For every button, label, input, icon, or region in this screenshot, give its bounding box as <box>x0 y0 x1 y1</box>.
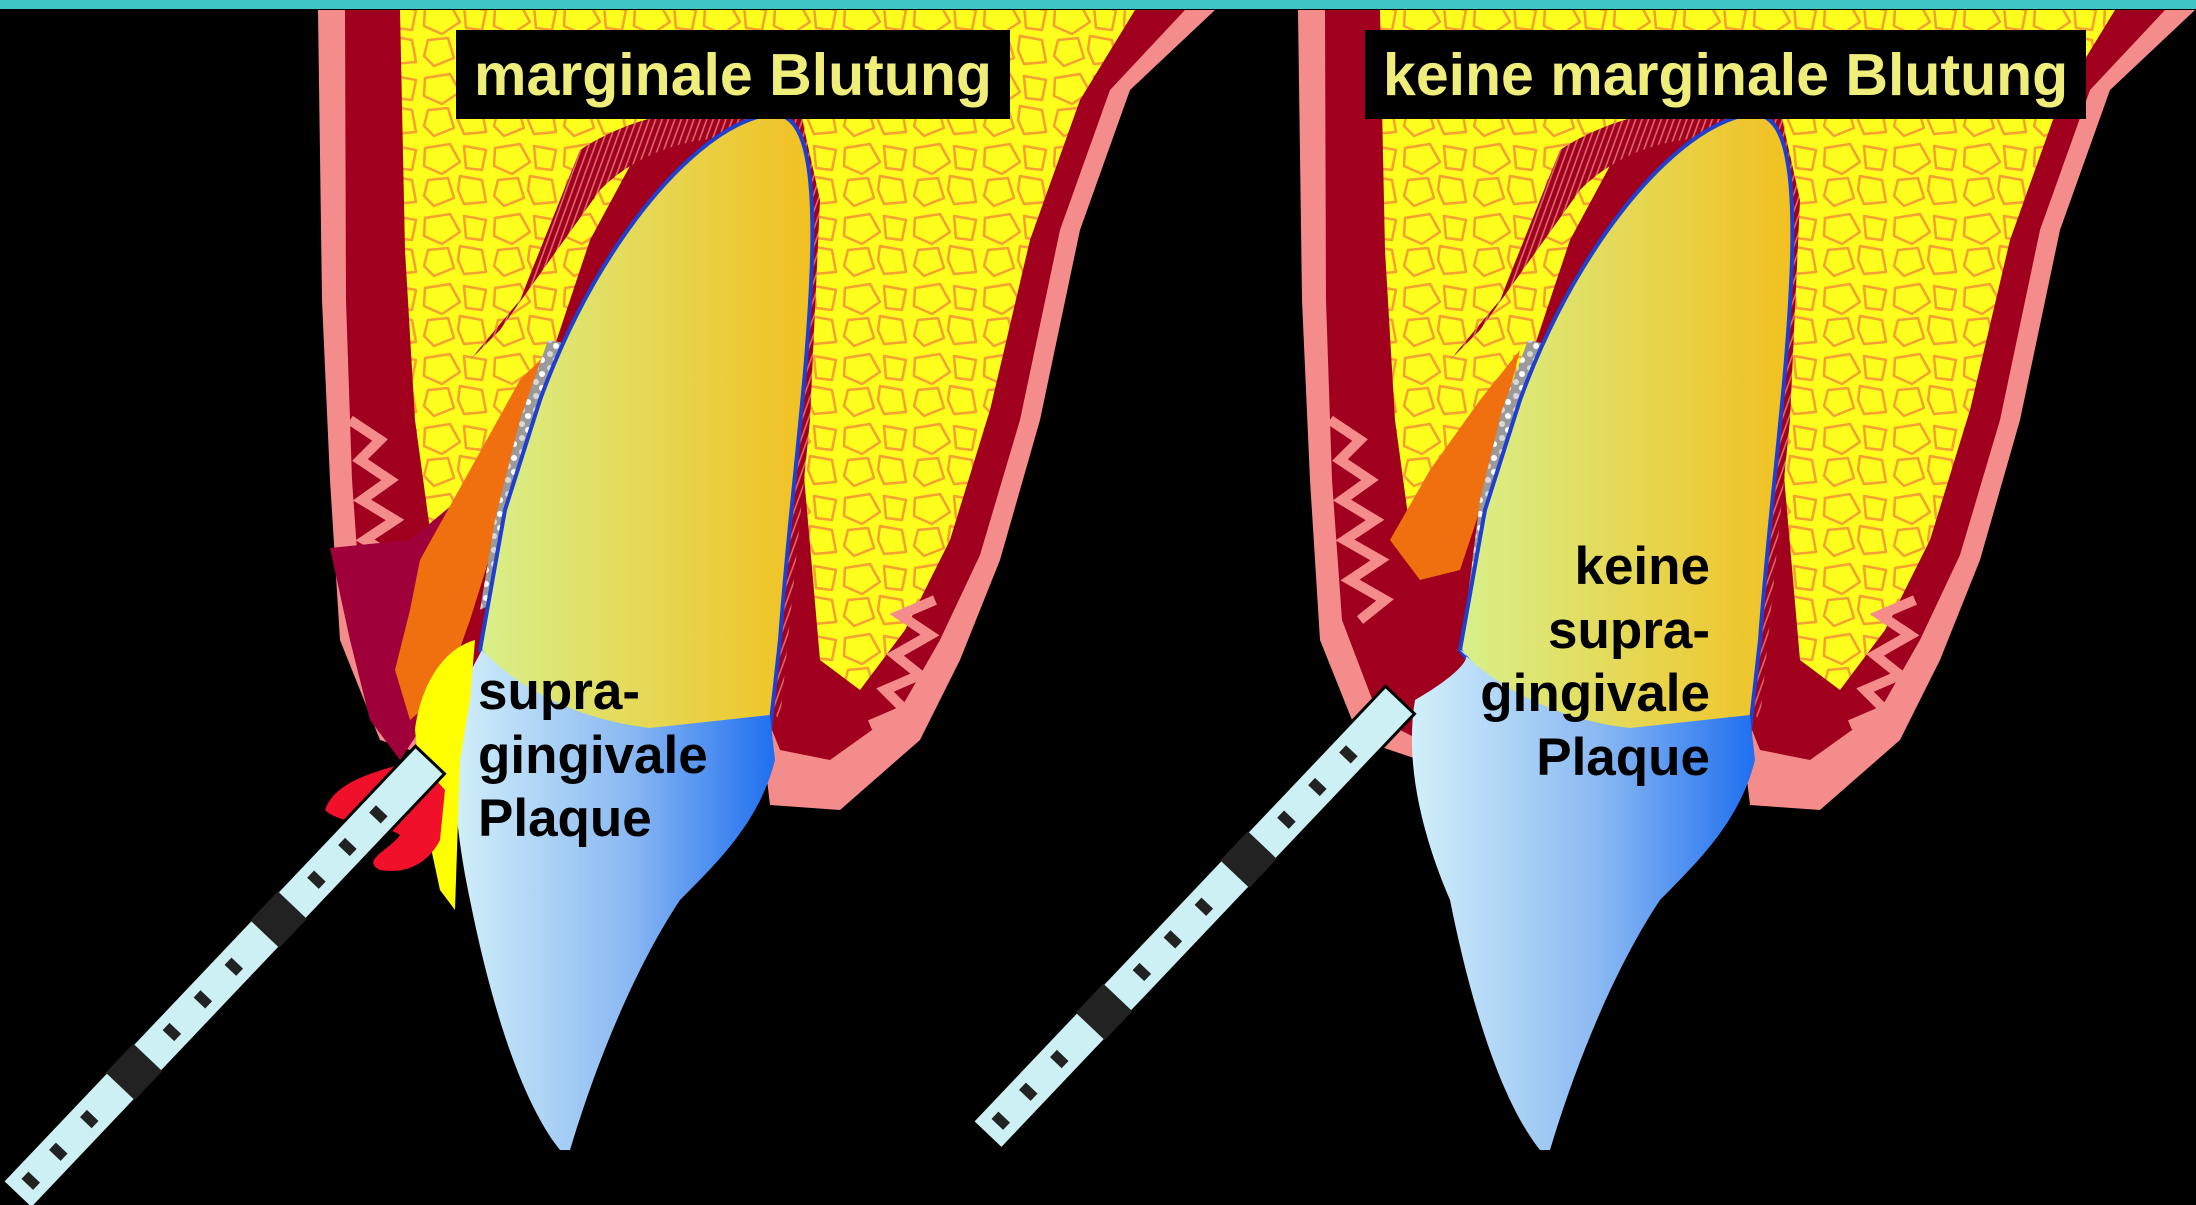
periodontal-probe-icon <box>2 746 444 1205</box>
panel-title-right: keine marginale Blutung <box>1365 30 2086 119</box>
panel-title-left: marginale Blutung <box>456 30 1010 119</box>
periodontal-probe-icon <box>972 686 1414 1149</box>
plaque-label-right: keine supra- gingivale Plaque <box>1430 535 1710 789</box>
label-line: gingivale <box>1430 662 1710 726</box>
plaque-label-left: supra- gingivale Plaque <box>478 660 708 851</box>
label-line: supra- <box>478 660 708 724</box>
label-line: Plaque <box>478 787 708 851</box>
label-line: keine <box>1430 535 1710 599</box>
label-line: supra- <box>1430 599 1710 663</box>
top-border <box>0 0 2196 9</box>
tooth-diagram-left <box>2 10 1215 1205</box>
label-line: Plaque <box>1430 726 1710 790</box>
label-line: gingivale <box>478 724 708 788</box>
